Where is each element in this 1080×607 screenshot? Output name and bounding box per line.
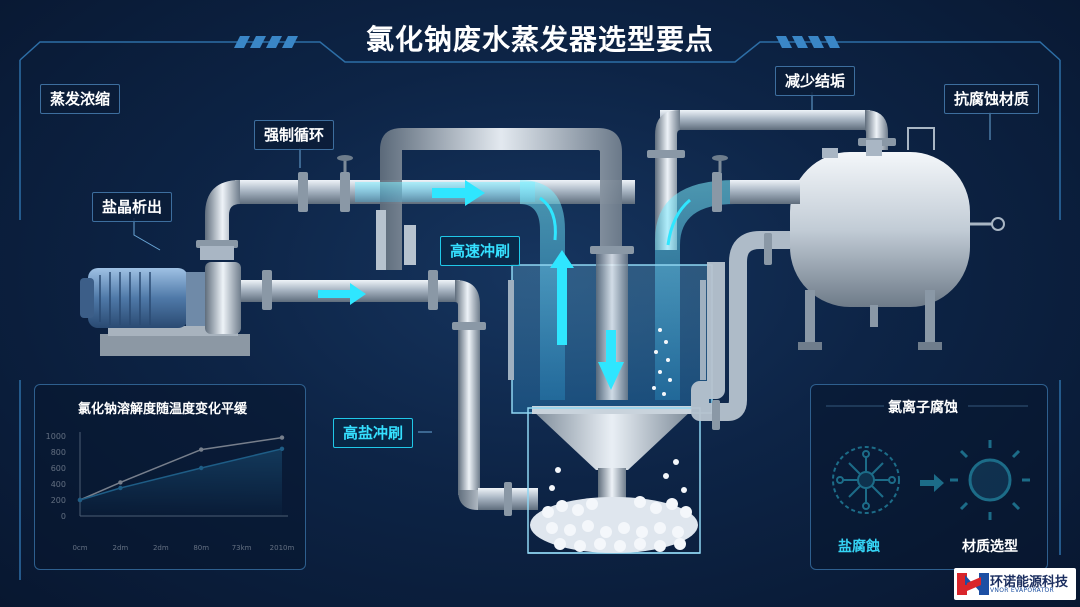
lower-flow-arrow [318, 283, 366, 305]
frame-slashes-right [776, 36, 840, 48]
label-high-salt-flush: 高盐冲刷 [333, 418, 414, 448]
label-forced-circulation: 强制循环 [254, 120, 335, 150]
logo-mark-icon [957, 573, 989, 595]
label-salt-precipitation: 盐晶析出 [92, 192, 173, 222]
logo-name-zh: 环诺能源科技 [990, 575, 1069, 590]
label-corrosion-resistant: 抗腐蚀材质 [944, 84, 1040, 114]
storage-tank [691, 127, 1005, 430]
curved-arrows [539, 196, 691, 246]
logo-name-en: VNOR EVAPORATOR [990, 587, 1054, 594]
chloride-panel-title: 氯离子腐蚀 [888, 400, 958, 416]
frame-slashes-left [234, 36, 298, 48]
upper-flow-arrow [432, 180, 485, 206]
chloride-corrosion-panel [810, 384, 1048, 570]
frame-lines [19, 41, 1061, 580]
upper-pipe [196, 172, 635, 255]
salt-crystals [530, 328, 698, 553]
label-reduce-scaling: 减少结垢 [775, 66, 856, 96]
solubility-chart-panel [34, 384, 306, 570]
up-flow-arrow [550, 250, 574, 345]
chloride-left-label: 盐腐蝕 [838, 539, 880, 555]
flow-arrows [318, 180, 624, 390]
down-flow-arrow [598, 330, 624, 390]
valves [337, 155, 728, 270]
pump-motor [80, 246, 250, 356]
chart-title: 氯化钠溶解度随温度变化平缓 [78, 402, 248, 417]
page-title: 氯化钠废水蒸发器选型要点 [365, 23, 714, 56]
label-evaporation: 蒸发浓缩 [40, 84, 121, 114]
chloride-right-label: 材质选型 [962, 539, 1018, 555]
company-logo: 环诺能源科技 VNOR EVAPORATOR [954, 568, 1076, 600]
label-high-speed-flush: 高速冲刷 [440, 236, 521, 266]
